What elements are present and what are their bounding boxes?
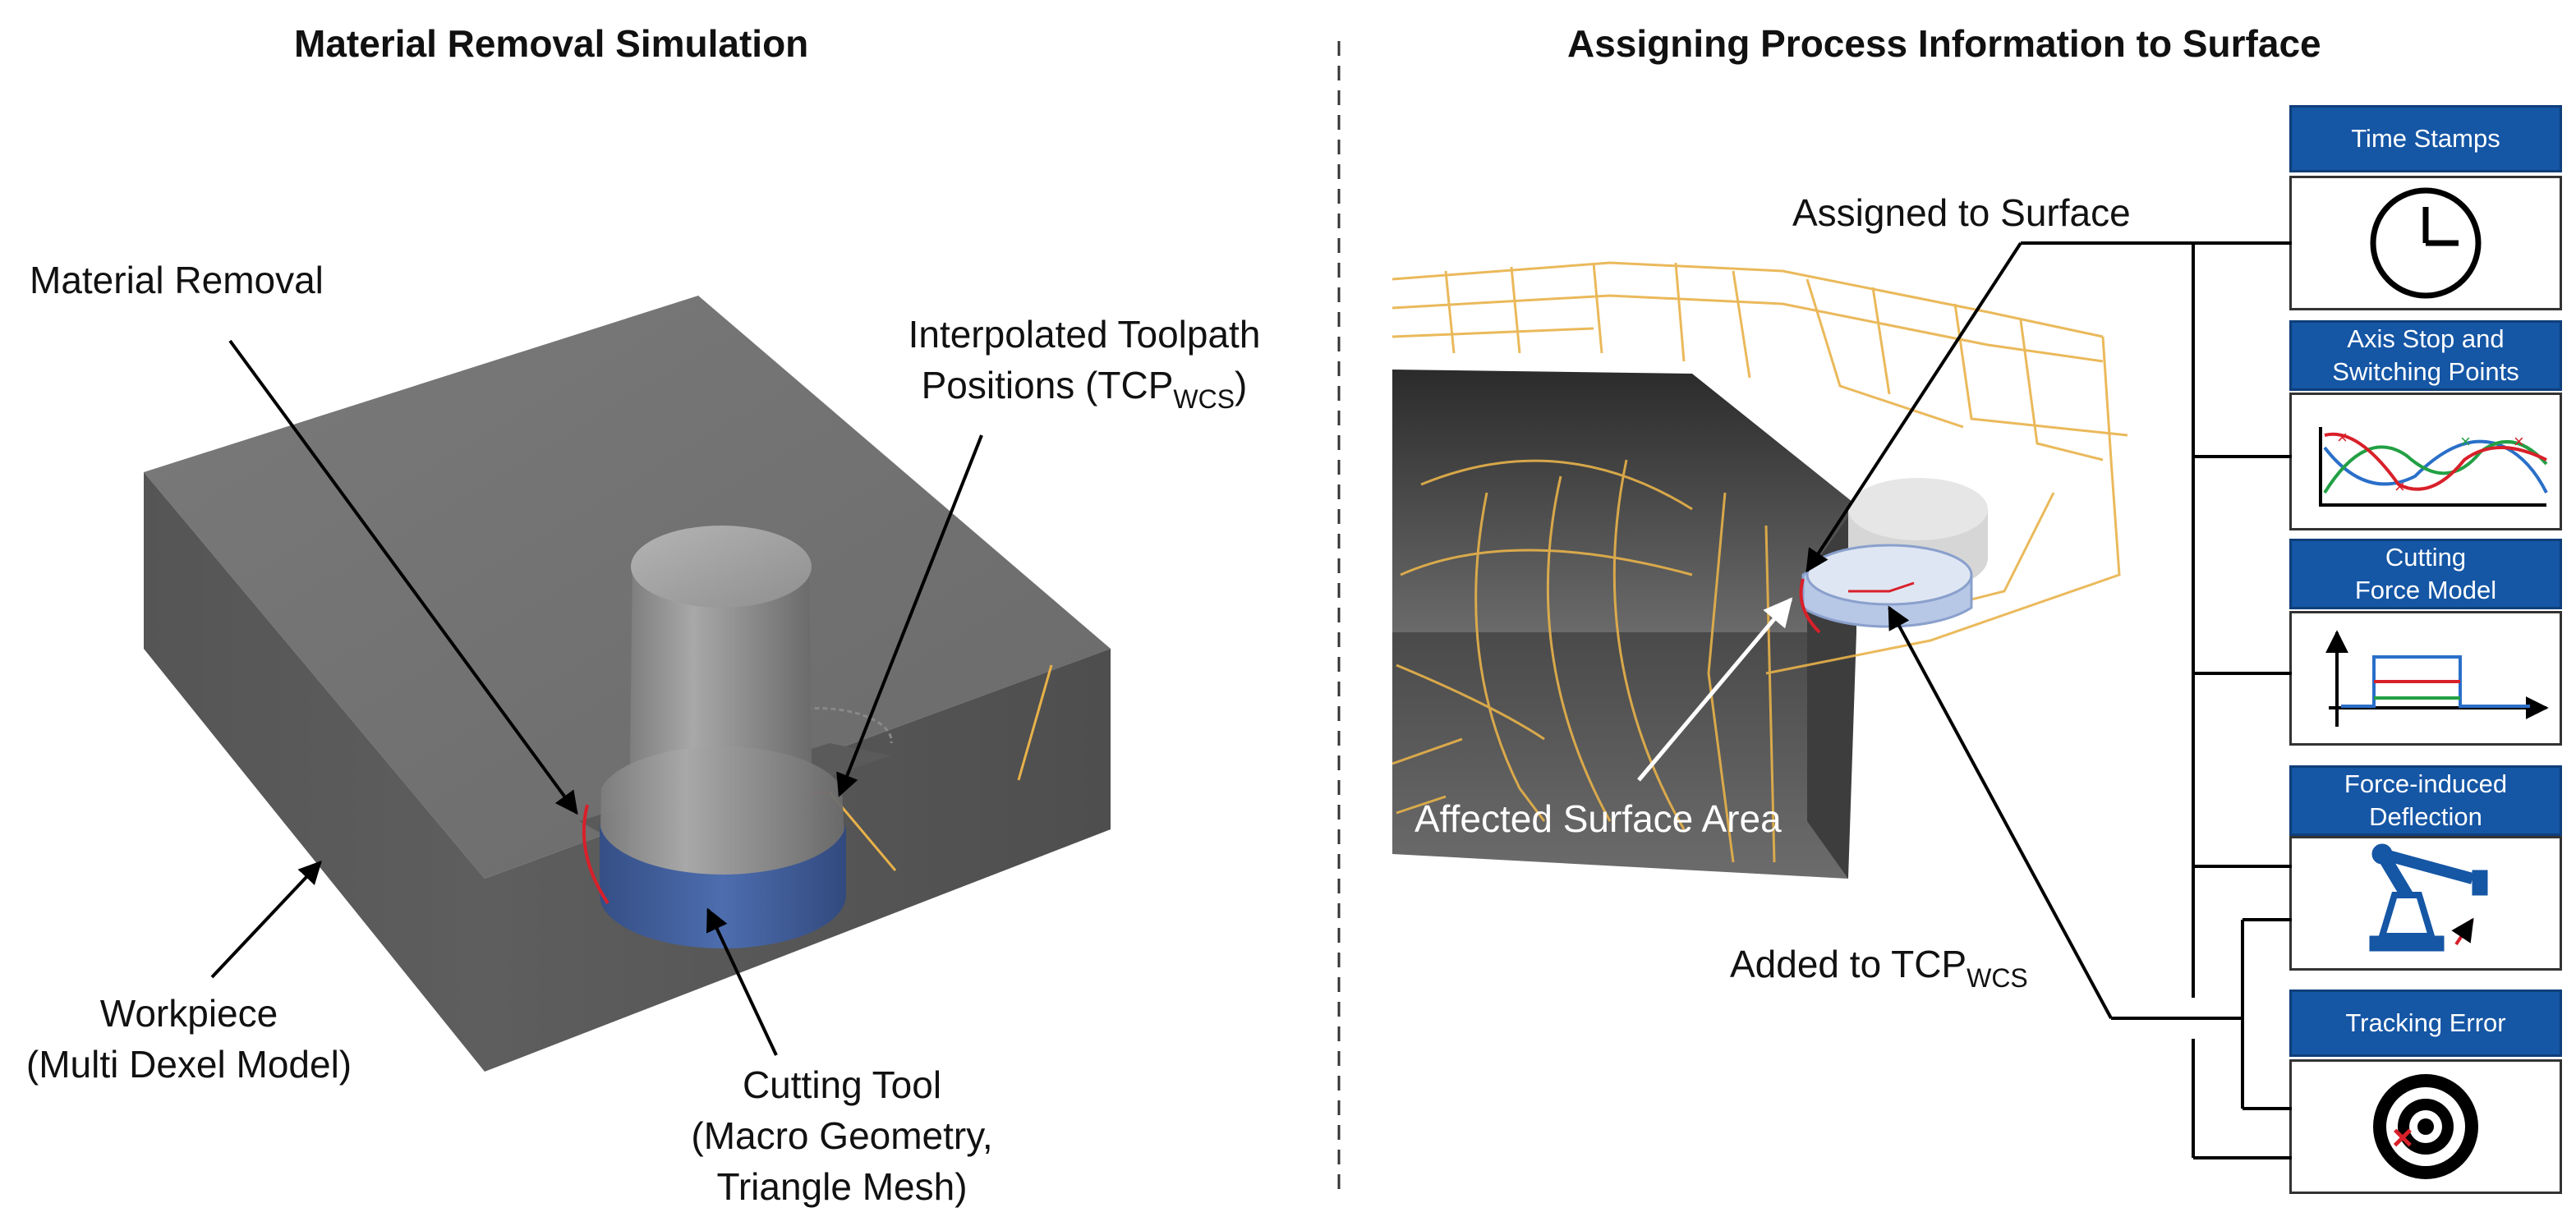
added-label: Added to TCPWCS (1730, 943, 2028, 993)
toolpath-label-line2: Positions (TCPWCS) (921, 364, 1248, 414)
panel-header-time-stamps: Time Stamps (2289, 105, 2562, 172)
panel-time-stamps (2289, 176, 2562, 310)
toolpath-label-line1: Interpolated Toolpath (908, 313, 1261, 356)
panel-axis-stop (2289, 393, 2562, 530)
right-title: Assigning Process Information to Surface (1567, 22, 2321, 65)
toolpath-arrow (836, 434, 983, 797)
material-removal-arrow (228, 339, 578, 815)
panel-connectors (2111, 243, 2292, 1159)
assigned-arrow (1806, 241, 2022, 573)
panel-header-tracking-error: Tracking Error (2289, 990, 2562, 1057)
toolpath-label: Interpolated Toolpath Positions (TCPWCS) (887, 309, 1281, 425)
workpiece-arrow (210, 860, 322, 979)
workpiece-label-line2: (Multi Dexel Model) (25, 1043, 352, 1086)
panel-cutting-force (2289, 611, 2562, 746)
zoomed-cutting-tool (1799, 478, 1988, 634)
material-removal-label: Material Removal (30, 259, 324, 301)
cutting-tool-label-line1: Cutting Tool (742, 1063, 942, 1106)
cutting-tool-arrow (706, 907, 778, 1056)
left-title: Material Removal Simulation (294, 22, 809, 65)
cutting-tool-label-line2: (Macro Geometry, (691, 1114, 993, 1157)
panel-tracking-error (2289, 1059, 2562, 1194)
affected-label: Affected Surface Area (1414, 797, 1782, 840)
cutting-tool-label-line3: Triangle Mesh) (716, 1165, 968, 1208)
panel-header-cutting-force: Cutting Force Model (2289, 539, 2562, 609)
cutting-tool-model (582, 526, 846, 948)
panel-header-deflection: Force-induced Deflection (2289, 765, 2562, 836)
panel-header-axis-stop: Axis Stop and Switching Points (2289, 320, 2562, 391)
toolpath-wireframe (1392, 261, 2128, 863)
assigned-label: Assigned to Surface (1792, 191, 2131, 234)
cutting-tool-label: Cutting Tool (Macro Geometry, Triangle M… (649, 1059, 1035, 1212)
workpiece-label-line1: Workpiece (99, 992, 278, 1035)
affected-arrow (1637, 597, 1793, 782)
panel-deflection (2289, 836, 2562, 971)
workpiece-label: Workpiece (Multi Dexel Model) (8, 988, 370, 1090)
